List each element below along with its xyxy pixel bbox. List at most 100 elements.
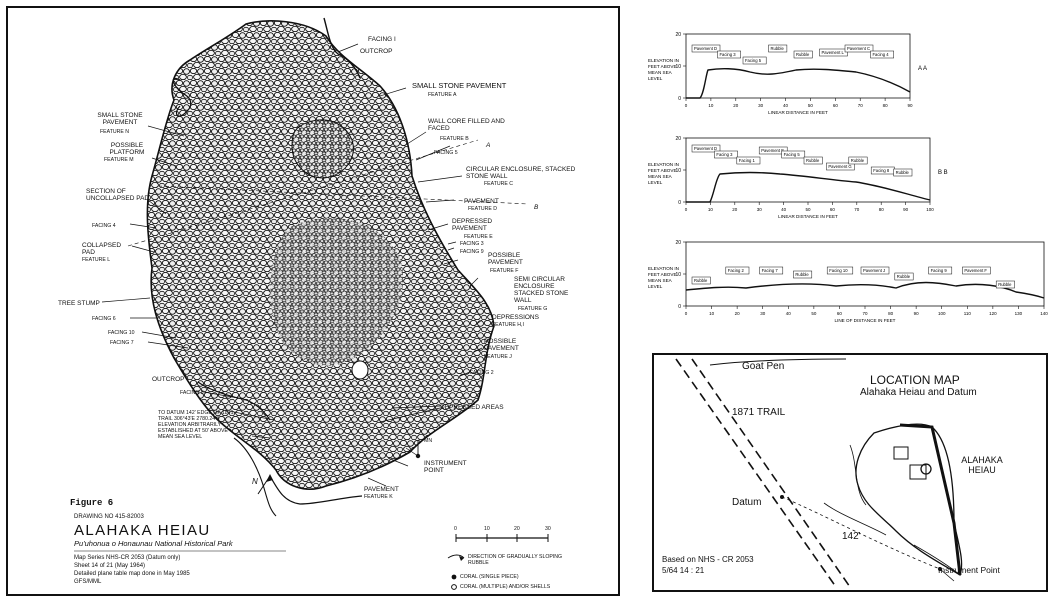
profile-annotation: Rubble: [795, 272, 809, 277]
profile-annotation: Pavement L: [822, 50, 845, 55]
annotation-box: [725, 266, 750, 275]
annotation-box: [793, 50, 813, 59]
profile-annotation: Rubble: [771, 46, 785, 51]
label-north: N: [252, 477, 258, 486]
x-tick-label: 80: [883, 103, 889, 108]
datum-marker: [780, 495, 784, 499]
legend-coral-single: CORAL (SINGLE PIECE): [460, 574, 519, 580]
x-tick-label: 0: [685, 311, 688, 316]
label-small-stone-pavement-a: SMALL STONE PAVEMENT: [412, 81, 507, 90]
site-plan-drawing: [74, 17, 549, 590]
coral-multiple-icon: [451, 584, 457, 590]
annotation-box: [781, 150, 806, 159]
leader-lines: [101, 43, 483, 487]
annotation-box: [860, 266, 890, 275]
map-series: Map Series NHS-CR 2053 (Datum only): [74, 555, 181, 561]
profile-annotation: Facing 9: [931, 268, 948, 273]
profile-ylabel: LEVEL: [648, 284, 663, 289]
label-possible-pavement-f: POSSIBLE PAVEMENT: [488, 252, 523, 266]
x-tick-label: 70: [854, 207, 860, 212]
profile-xlabel: LINEAR DISTANCE IN FEET: [768, 110, 828, 115]
ridge-1: [849, 444, 867, 506]
profile-ylabel: ELEVATION IN: [648, 58, 679, 63]
trail-line-2: [691, 358, 851, 588]
location-map-title: LOCATION MAP: [870, 373, 960, 387]
label-facing-1: FACING I: [368, 36, 396, 43]
x-tick-label: 40: [783, 103, 789, 108]
annotation-box: [995, 280, 1015, 289]
x-tick-label: 60: [833, 103, 839, 108]
label-outcrop-left: OUTCROP: [152, 376, 185, 383]
label-depressed-pavement: DEPRESSED PAVEMENT: [452, 218, 493, 232]
x-tick-label: 70: [858, 103, 864, 108]
x-tick-label: 80: [888, 311, 894, 316]
annotation-box: [691, 144, 721, 153]
x-tick-label: 50: [808, 103, 814, 108]
label-facing-8: FACING 8: [180, 390, 204, 396]
x-tick-label: 40: [781, 207, 787, 212]
profile-xlabel: LINEAR DISTANCE IN FEET: [778, 214, 838, 219]
label-outcrop-top: OUTCROP: [360, 48, 393, 55]
coral-single-icon: [451, 574, 457, 580]
label-feature-m: FEATURE M: [104, 157, 134, 163]
location-map-subtitle: Alahaka Heiau and Datum: [860, 387, 977, 398]
heiau-label: ALAHAKA HEIAU: [961, 455, 1003, 475]
profile-section-label: B B: [938, 170, 948, 176]
y-tick-label: 20: [675, 240, 681, 246]
annotation-box: [819, 48, 848, 57]
annotation-box: [928, 266, 953, 275]
label-pavement-k: PAVEMENT: [364, 486, 399, 493]
label-instrument-point: INSTRUMENT POINT: [424, 460, 467, 474]
profile-annotation: Rubble: [806, 158, 820, 163]
x-tick-label: 10: [709, 311, 715, 316]
map-source-date: 5/64 14 : 21: [662, 566, 705, 575]
ground-line: [685, 281, 1045, 299]
profile-annotation: Rubble: [851, 158, 865, 163]
scale-tick-10: 10: [484, 526, 490, 532]
label-facing-4: FACING 4: [92, 223, 116, 229]
profile-annotation: Pavement J: [863, 268, 885, 273]
heiau-feature-3: [920, 463, 932, 475]
x-tick-label: 70: [862, 311, 868, 316]
profile-annotation: Pavement E: [761, 148, 784, 153]
profile-annotation: Facing 4: [873, 52, 890, 57]
annotation-box: [691, 276, 711, 285]
annotation-box: [894, 272, 914, 281]
profile-ylabel: ELEVATION IN: [648, 266, 679, 271]
x-tick-label: 90: [914, 311, 920, 316]
annotation-box: [870, 50, 894, 59]
x-tick-label: 110: [964, 311, 972, 316]
label-section-b: B: [534, 204, 539, 211]
label-feature-n: FEATURE N: [100, 129, 130, 135]
trail-line-1: [675, 358, 837, 588]
x-tick-label: 30: [760, 311, 766, 316]
x-tick-label: 90: [907, 103, 913, 108]
profile-ylabel: FEET ABOVE: [648, 64, 677, 69]
y-tick-label: 20: [675, 32, 681, 38]
profile-annotation: Rubble: [897, 274, 911, 279]
ridge-lower: [269, 475, 363, 505]
annotation-box: [768, 44, 788, 53]
profile-annotation: Facing 5: [784, 152, 801, 157]
label-feature-b: FEATURE B: [440, 136, 469, 142]
x-tick-label: 10: [708, 103, 714, 108]
profile-annotation: Rubble: [694, 278, 708, 283]
instrument-point-label: Instrument Point: [938, 565, 1000, 575]
label-feature-j: FEATURE J: [484, 354, 512, 360]
profile-ylabel: ELEVATION IN: [648, 162, 679, 167]
scale-tick-30: 30: [545, 526, 551, 532]
heiau-outline: [855, 423, 963, 576]
profile-annotation: Pavement D: [694, 46, 717, 51]
profile-ground: [686, 67, 911, 99]
x-tick-label: 50: [805, 207, 811, 212]
x-tick-label: 60: [837, 311, 843, 316]
park-name: Pu'uhonua o Honaunau National Historical…: [74, 539, 233, 548]
label-feature-l: FEATURE L: [82, 257, 111, 263]
x-tick-label: 30: [757, 207, 763, 212]
label-facing-9: FACING 9: [460, 249, 484, 255]
heiau-feature-2: [909, 464, 927, 480]
x-tick-label: 90: [903, 207, 909, 212]
drawing-number: DRAWING NO 415-82003: [74, 514, 144, 520]
